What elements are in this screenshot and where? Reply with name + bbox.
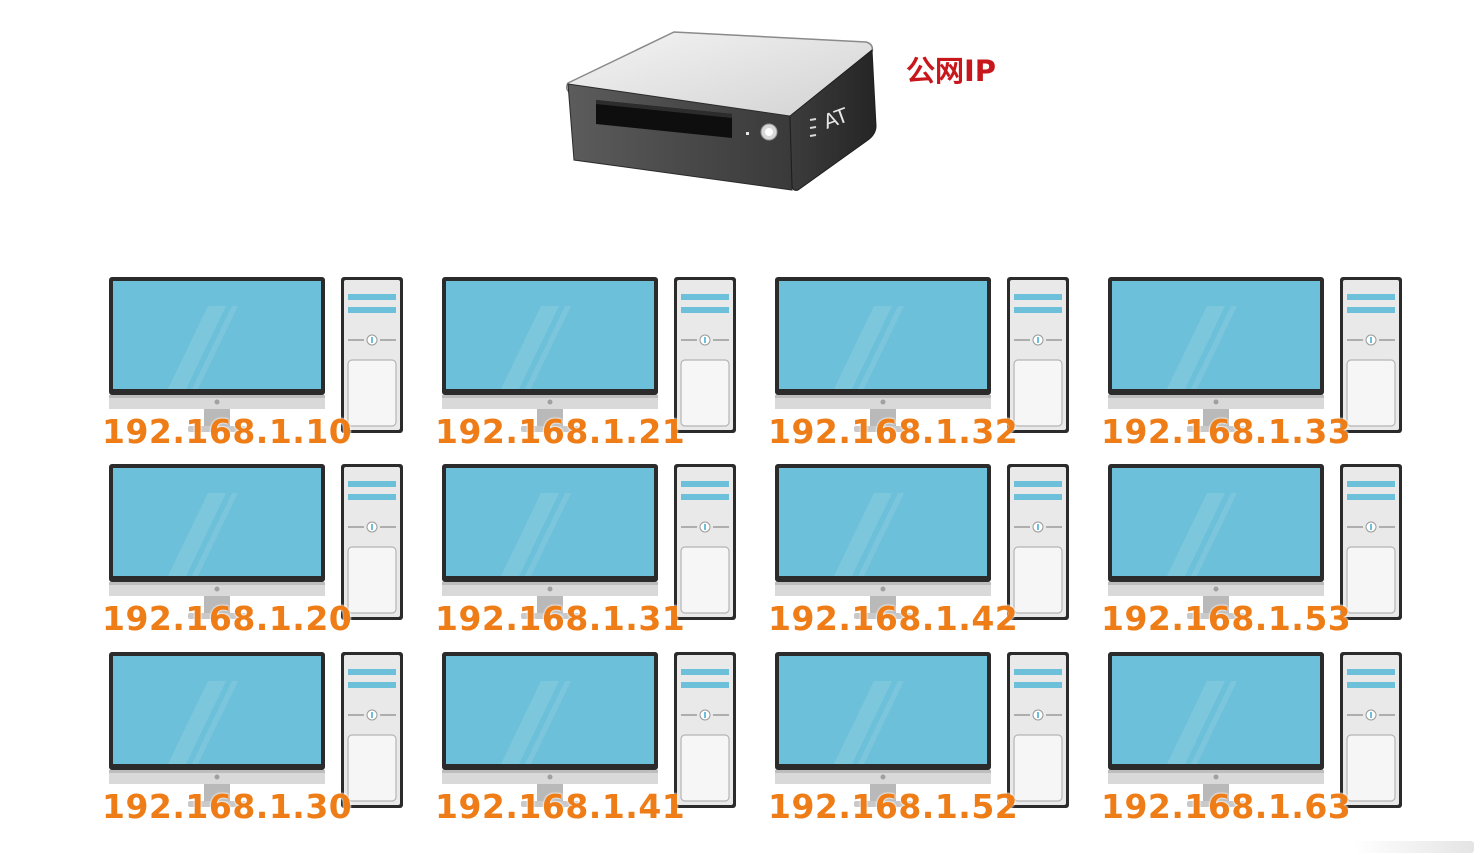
pc-tower — [673, 463, 737, 621]
monitor — [774, 651, 992, 811]
workstation: 192.168.1.52 — [768, 651, 1073, 831]
monitor-icon — [775, 464, 991, 619]
monitor — [1107, 651, 1325, 811]
pc-tower — [340, 651, 404, 809]
pc-tower — [340, 463, 404, 621]
monitor — [1107, 276, 1325, 436]
ip-address-label: 192.168.1.41 — [435, 787, 686, 826]
router-device: AT — [562, 28, 878, 192]
pc-tower-icon — [341, 464, 403, 620]
pc-tower-icon — [674, 464, 736, 620]
pc-tower — [1006, 651, 1070, 809]
monitor-icon — [109, 464, 325, 619]
monitor-icon — [442, 277, 658, 432]
public-ip-label: 公网IP — [906, 54, 997, 88]
workstation: 192.168.1.63 — [1101, 651, 1406, 831]
workstation: 192.168.1.21 — [435, 276, 740, 456]
monitor — [108, 463, 326, 623]
workstation: 192.168.1.10 — [102, 276, 407, 456]
workstation: 192.168.1.32 — [768, 276, 1073, 456]
monitor-icon — [109, 277, 325, 432]
ip-address-label: 192.168.1.10 — [102, 412, 353, 451]
monitor-icon — [775, 277, 991, 432]
pc-tower — [1006, 463, 1070, 621]
pc-tower — [1339, 276, 1403, 434]
pc-tower — [673, 651, 737, 809]
monitor — [774, 276, 992, 436]
ip-address-label: 192.168.1.31 — [435, 599, 686, 638]
monitor-icon — [109, 652, 325, 807]
pc-tower-icon — [1007, 277, 1069, 433]
pc-tower-icon — [1007, 652, 1069, 808]
ip-address-label: 192.168.1.21 — [435, 412, 686, 451]
monitor — [108, 276, 326, 436]
pc-tower — [1006, 276, 1070, 434]
monitor-icon — [1108, 464, 1324, 619]
pc-tower — [340, 276, 404, 434]
monitor-icon — [442, 464, 658, 619]
pc-tower-icon — [674, 277, 736, 433]
monitor-icon — [1108, 652, 1324, 807]
ip-address-label: 192.168.1.42 — [768, 599, 1019, 638]
pc-tower-icon — [341, 652, 403, 808]
ip-address-label: 192.168.1.30 — [102, 787, 353, 826]
pc-tower-icon — [1340, 652, 1402, 808]
workstation: 192.168.1.53 — [1101, 463, 1406, 643]
watermark — [1354, 841, 1474, 853]
pc-tower-icon — [1340, 277, 1402, 433]
pc-tower — [673, 276, 737, 434]
workstation: 192.168.1.33 — [1101, 276, 1406, 456]
pc-tower-icon — [1340, 464, 1402, 620]
monitor — [441, 463, 659, 623]
workstation: 192.168.1.31 — [435, 463, 740, 643]
monitor-icon — [442, 652, 658, 807]
monitor — [1107, 463, 1325, 623]
ip-address-label: 192.168.1.32 — [768, 412, 1019, 451]
router-icon: AT — [565, 31, 877, 191]
workstation: 192.168.1.20 — [102, 463, 407, 643]
ip-address-label: 192.168.1.52 — [768, 787, 1019, 826]
pc-tower-icon — [341, 277, 403, 433]
monitor-icon — [1108, 277, 1324, 432]
ip-address-label: 192.168.1.63 — [1101, 787, 1352, 826]
pc-tower — [1339, 463, 1403, 621]
monitor — [108, 651, 326, 811]
monitor — [441, 651, 659, 811]
workstation: 192.168.1.41 — [435, 651, 740, 831]
ip-address-label: 192.168.1.33 — [1101, 412, 1352, 451]
monitor — [774, 463, 992, 623]
ip-address-label: 192.168.1.20 — [102, 599, 353, 638]
ip-address-label: 192.168.1.53 — [1101, 599, 1352, 638]
pc-tower-icon — [674, 652, 736, 808]
workstation: 192.168.1.30 — [102, 651, 407, 831]
workstation: 192.168.1.42 — [768, 463, 1073, 643]
pc-tower-icon — [1007, 464, 1069, 620]
pc-tower — [1339, 651, 1403, 809]
monitor — [441, 276, 659, 436]
monitor-icon — [775, 652, 991, 807]
